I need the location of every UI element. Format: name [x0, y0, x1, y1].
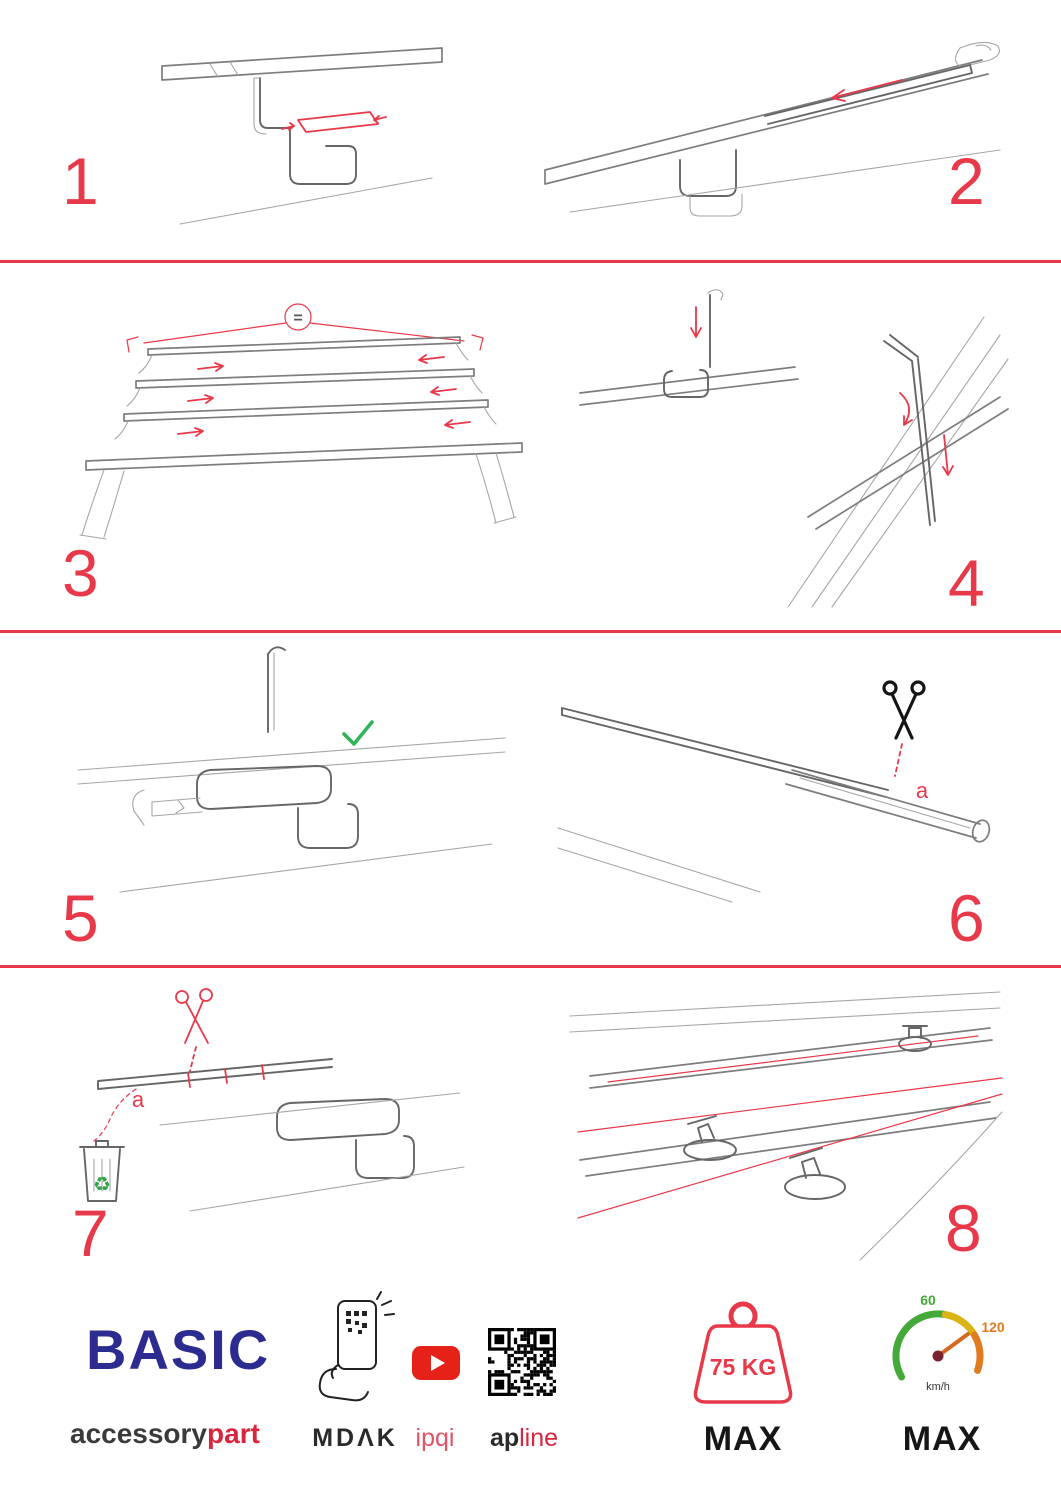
qr-code [488, 1328, 556, 1401]
scissors-icon [882, 680, 926, 740]
phone-qr-scan-icon [318, 1291, 395, 1402]
recycle-icon: ♻ [93, 1174, 111, 1196]
trash-can-icon [79, 1140, 125, 1202]
step-3-illustration: = [79, 303, 523, 540]
step-1-illustration [161, 47, 443, 225]
step-7-number: 7 [72, 1196, 109, 1270]
needle-icon [936, 1332, 970, 1358]
weight-max-label: MAX [703, 1420, 783, 1458]
step-6-number: 6 [948, 881, 985, 955]
speed-unit-label: km/h [926, 1381, 950, 1393]
product-name: BASIC [86, 1318, 271, 1381]
strap-buckle-icon [898, 1025, 932, 1052]
step-5-illustration [77, 646, 506, 893]
step-4-number: 4 [948, 546, 985, 620]
play-icon [431, 1355, 445, 1371]
check-icon [342, 720, 374, 746]
step-7-illustration: a ♻ [79, 988, 465, 1212]
step-5-number: 5 [62, 881, 99, 955]
video-channel-label: ipqi [415, 1424, 455, 1452]
qr-red-text: line [519, 1424, 559, 1452]
brand-wordmark: accessorypart [70, 1418, 260, 1450]
brand-red-text: part [207, 1418, 260, 1449]
app-name-label: MDΛK [312, 1424, 398, 1452]
youtube-icon [412, 1346, 460, 1380]
weight-limit-icon: 75 KG [693, 1301, 793, 1404]
step-8-number: 8 [945, 1191, 982, 1265]
cut-length-label: a [916, 778, 929, 803]
step-6-illustration: a [557, 680, 991, 903]
section-divider-2 [0, 630, 1061, 633]
weight-value-label: 75 KG [710, 1354, 776, 1380]
step-1-number: 1 [62, 144, 99, 218]
cut-piece-label: a [132, 1087, 145, 1112]
t-bolt-icon [683, 1115, 737, 1161]
equal-spacing-label: = [293, 310, 302, 327]
section-divider-1 [0, 260, 1061, 263]
section-divider-3 [0, 965, 1061, 968]
speedometer-icon: 60 120 km/h [892, 1292, 1005, 1393]
step-8-illustration [569, 991, 1003, 1261]
step-4-illustration [579, 289, 1009, 608]
step-3-number: 3 [62, 536, 99, 610]
scissors-icon [175, 988, 213, 1044]
brand-black-text: accessory [70, 1418, 208, 1449]
step-2-number: 2 [948, 144, 985, 218]
t-bolt-icon [784, 1147, 846, 1200]
speed-high-label: 120 [981, 1319, 1005, 1335]
qr-wordmark: apline [476, 1424, 572, 1453]
speed-max-label: MAX [902, 1420, 982, 1458]
step-2-illustration [544, 41, 1001, 217]
qr-black-text: ap [489, 1424, 520, 1452]
speed-low-label: 60 [920, 1292, 936, 1308]
